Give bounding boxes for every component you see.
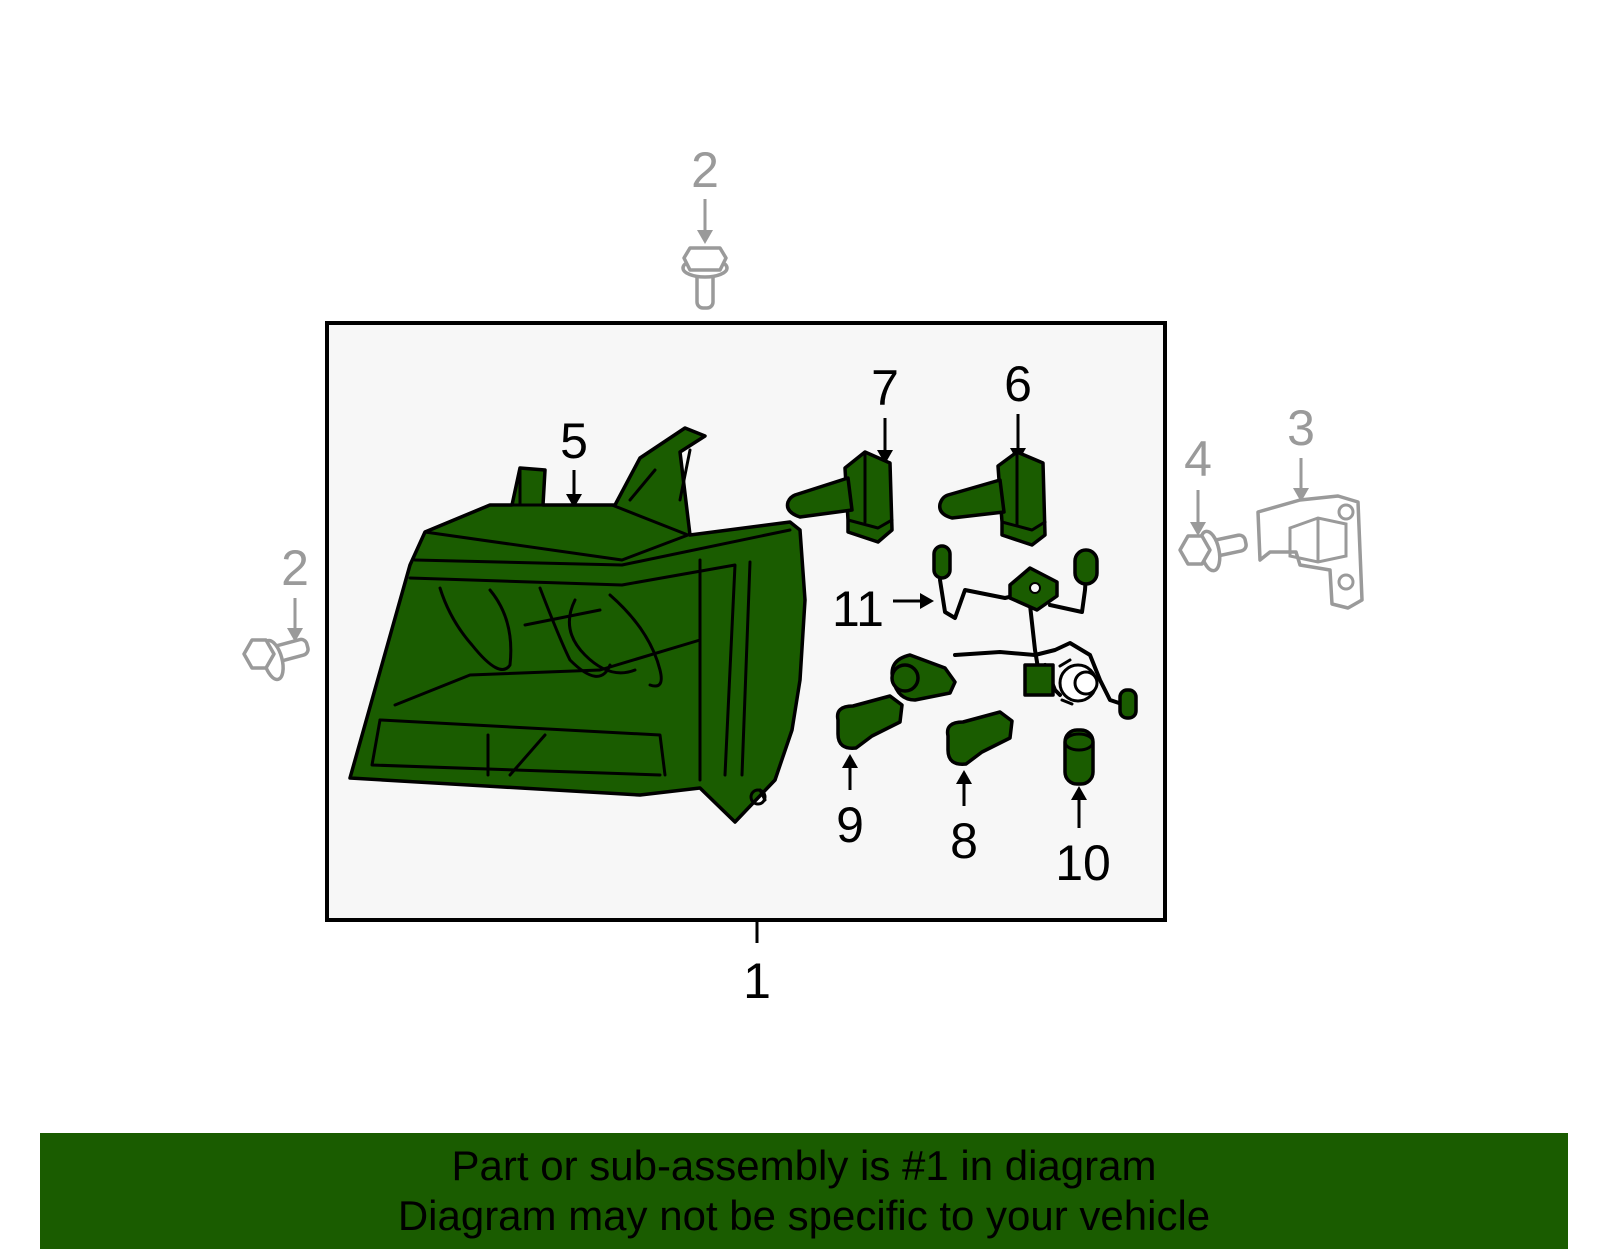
notice-banner: Part or sub-assembly is #1 in diagram Di… [40, 1133, 1568, 1249]
arrow-3 [1293, 458, 1309, 502]
callout-9: 9 [836, 797, 864, 853]
callout-2-left: 2 [281, 540, 309, 596]
headlamp-housing [348, 426, 807, 824]
bulb-9-icon [835, 694, 904, 750]
bulb-10-icon [1063, 728, 1095, 786]
bulb-8-icon [945, 710, 1014, 766]
callout-5: 5 [560, 413, 588, 469]
callout-11: 11 [832, 581, 884, 637]
callout-7: 7 [871, 360, 899, 416]
arrow-5 [566, 470, 582, 508]
notice-line-1: Part or sub-assembly is #1 in diagram [451, 1142, 1157, 1189]
arrow-8 [956, 770, 972, 806]
callout-10: 10 [1055, 835, 1111, 891]
callout-3: 3 [1287, 400, 1315, 456]
callout-4: 4 [1184, 431, 1212, 487]
wiring-harness-icon [890, 544, 1138, 720]
bulb-7-icon [785, 450, 894, 544]
arrow-2-top [697, 199, 713, 244]
bulb-6-icon [938, 450, 1047, 547]
arrow-7 [877, 418, 893, 464]
bolt-left-icon [242, 637, 310, 682]
bolt-4-icon [1178, 529, 1248, 573]
bracket-icon [1256, 494, 1364, 610]
arrow-2-left [287, 598, 303, 642]
bolt-top-icon [681, 246, 729, 310]
callout-1: 1 [743, 953, 771, 1009]
callout-6: 6 [1004, 356, 1032, 412]
arrow-4 [1190, 490, 1206, 536]
arrow-10 [1071, 786, 1087, 828]
arrow-11 [893, 593, 934, 609]
notice-line-2: Diagram may not be specific to your vehi… [397, 1192, 1211, 1239]
arrow-9 [842, 754, 858, 790]
callout-8: 8 [950, 813, 978, 869]
callout-2-top: 2 [691, 142, 719, 198]
